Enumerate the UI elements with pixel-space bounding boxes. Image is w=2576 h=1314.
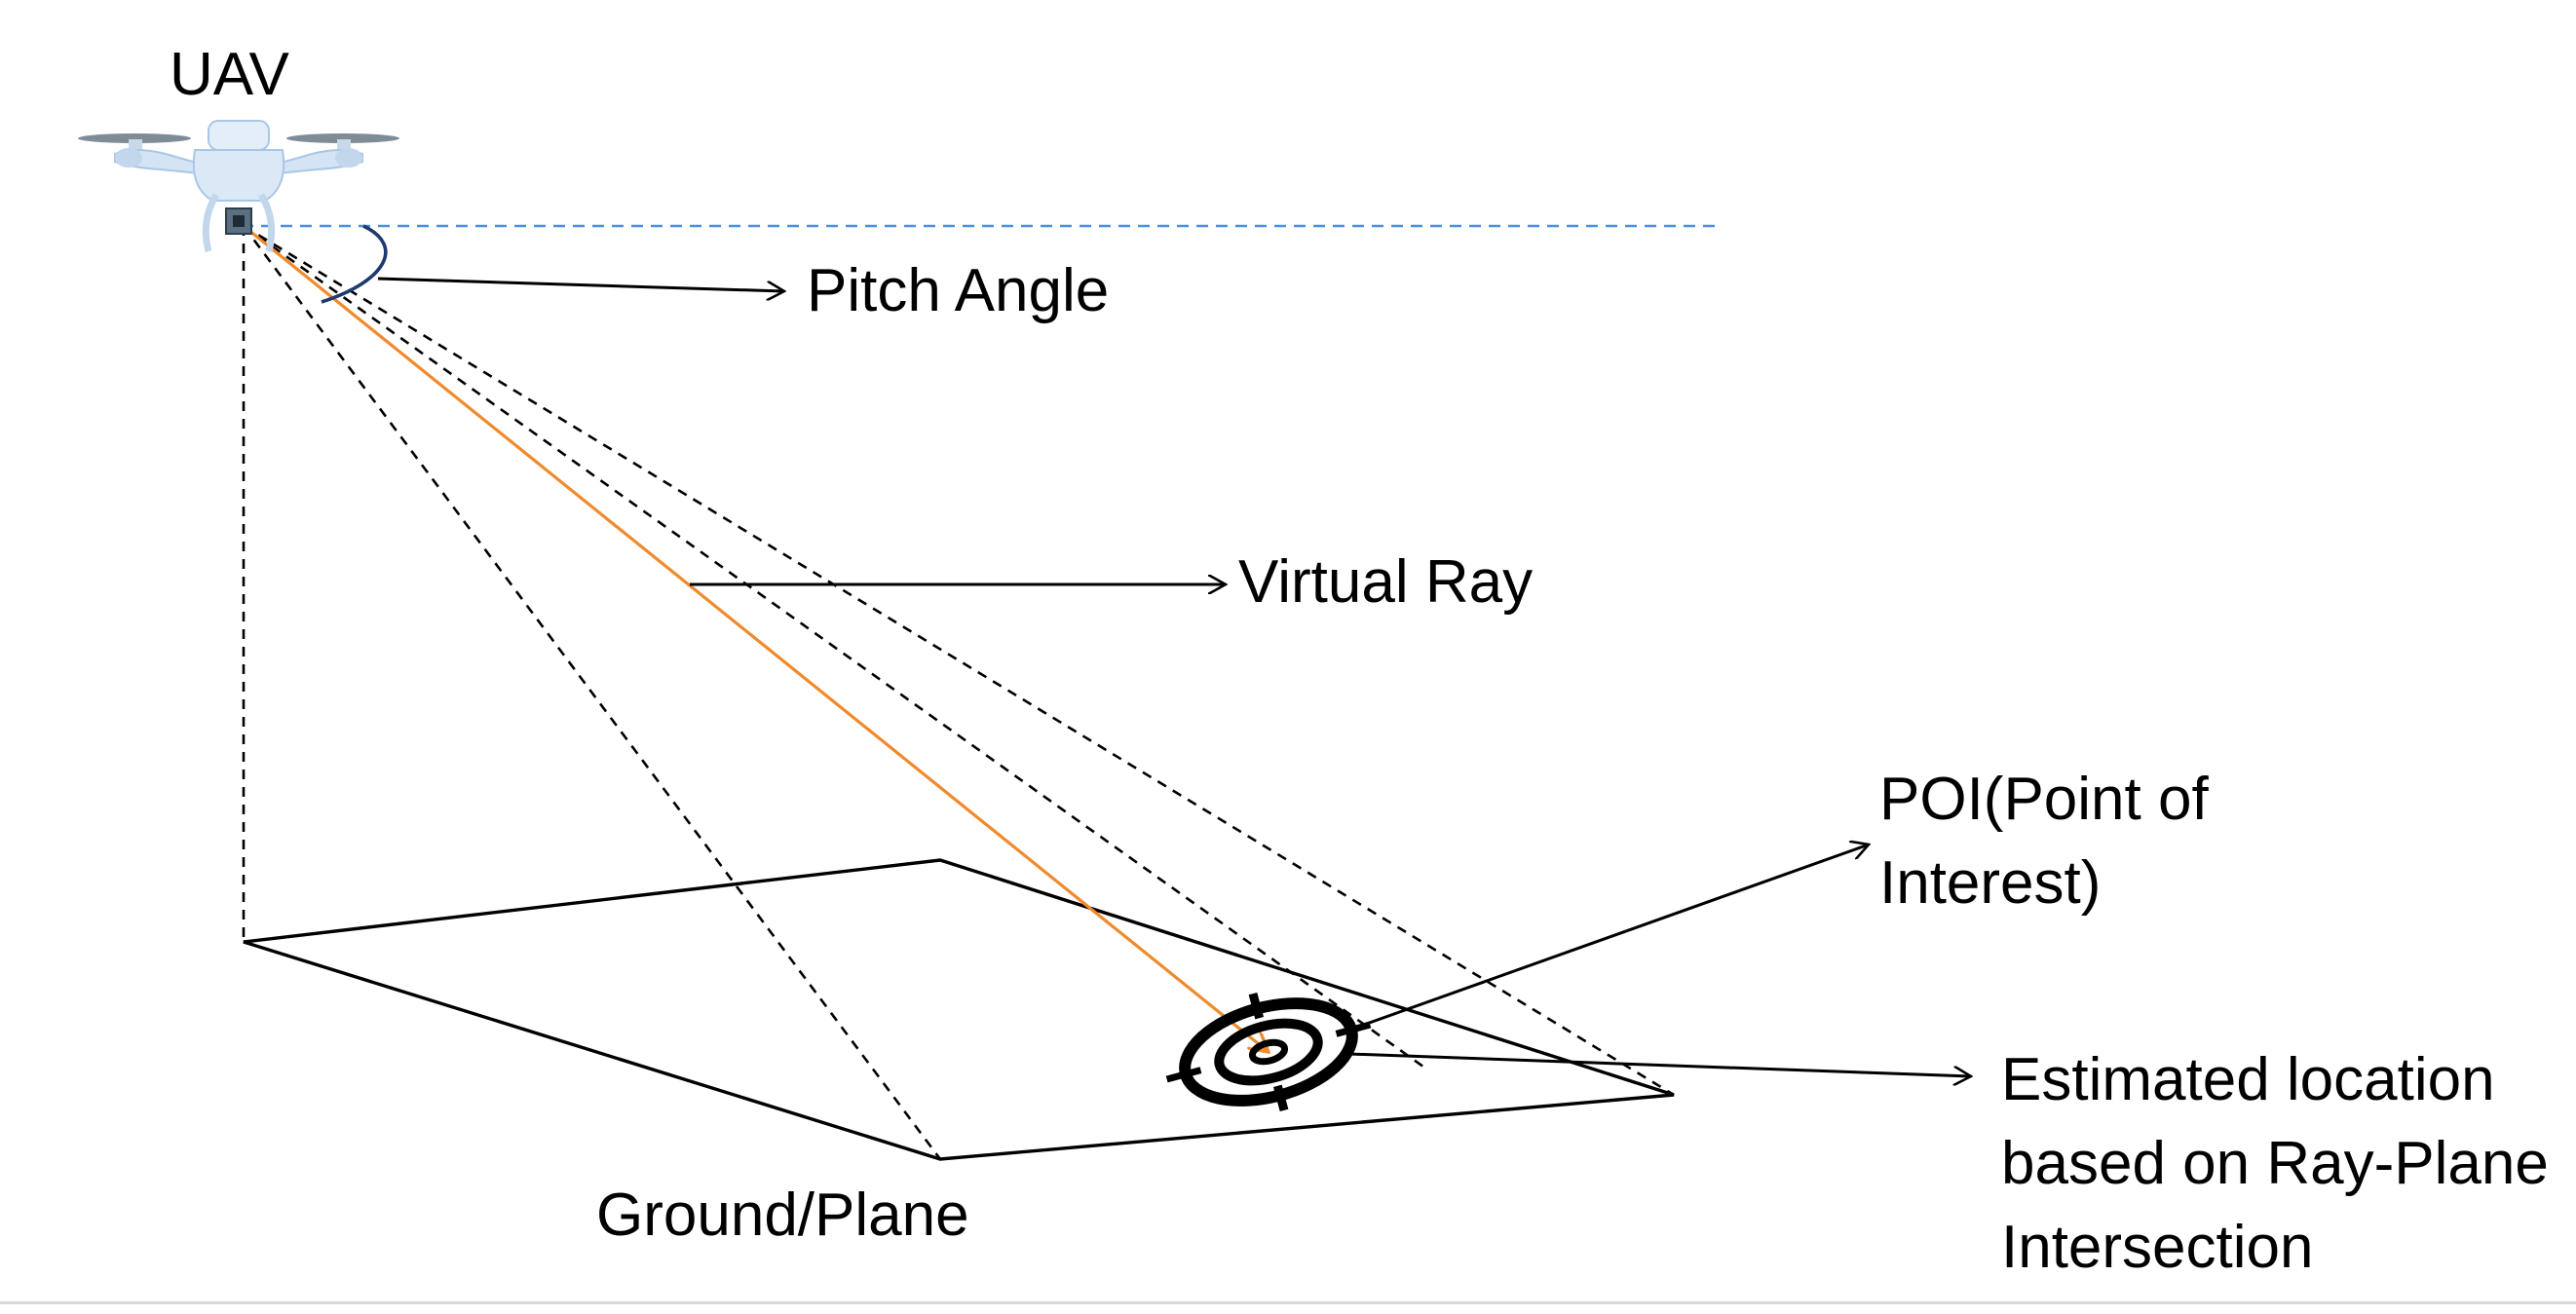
ground-plane (243, 858, 1675, 1161)
pitch-angle-pointer (377, 277, 784, 291)
ground-plane-label: Ground/Plane (596, 1182, 969, 1249)
virtual-ray (242, 224, 1269, 1052)
estimated-label-line3: Intersection (2001, 1214, 2314, 1281)
estimated-label-line1: Estimated location (2001, 1046, 2495, 1113)
crosshair-target-icon (1165, 992, 1372, 1112)
quadcopter-drone-icon (78, 120, 399, 252)
poi-label-line2: Interest) (1879, 849, 2102, 917)
virtual-ray-label: Virtual Ray (1238, 548, 1534, 616)
pitch-angle-label: Pitch Angle (807, 257, 1110, 324)
fov-line-far (243, 224, 1675, 1097)
uav-label: UAV (170, 41, 289, 108)
poi-label: POI(Point of Interest) (1879, 758, 2483, 925)
fov-line-mid (243, 224, 1428, 1071)
estimated-label-line2: based on Ray-Plane (2001, 1130, 2549, 1197)
bottom-border (0, 1301, 2576, 1304)
field-of-view-lines (242, 224, 1675, 1160)
fov-line-near (242, 225, 942, 1160)
estimated-location-pointer (1348, 1052, 1971, 1076)
poi-label-line1: POI(Point of (1879, 766, 2209, 833)
poi-pointer (1363, 845, 1869, 1027)
pitch-angle-arc (321, 224, 388, 304)
estimated-location-label: Estimated location based on Ray-Plane In… (2001, 1038, 2576, 1290)
